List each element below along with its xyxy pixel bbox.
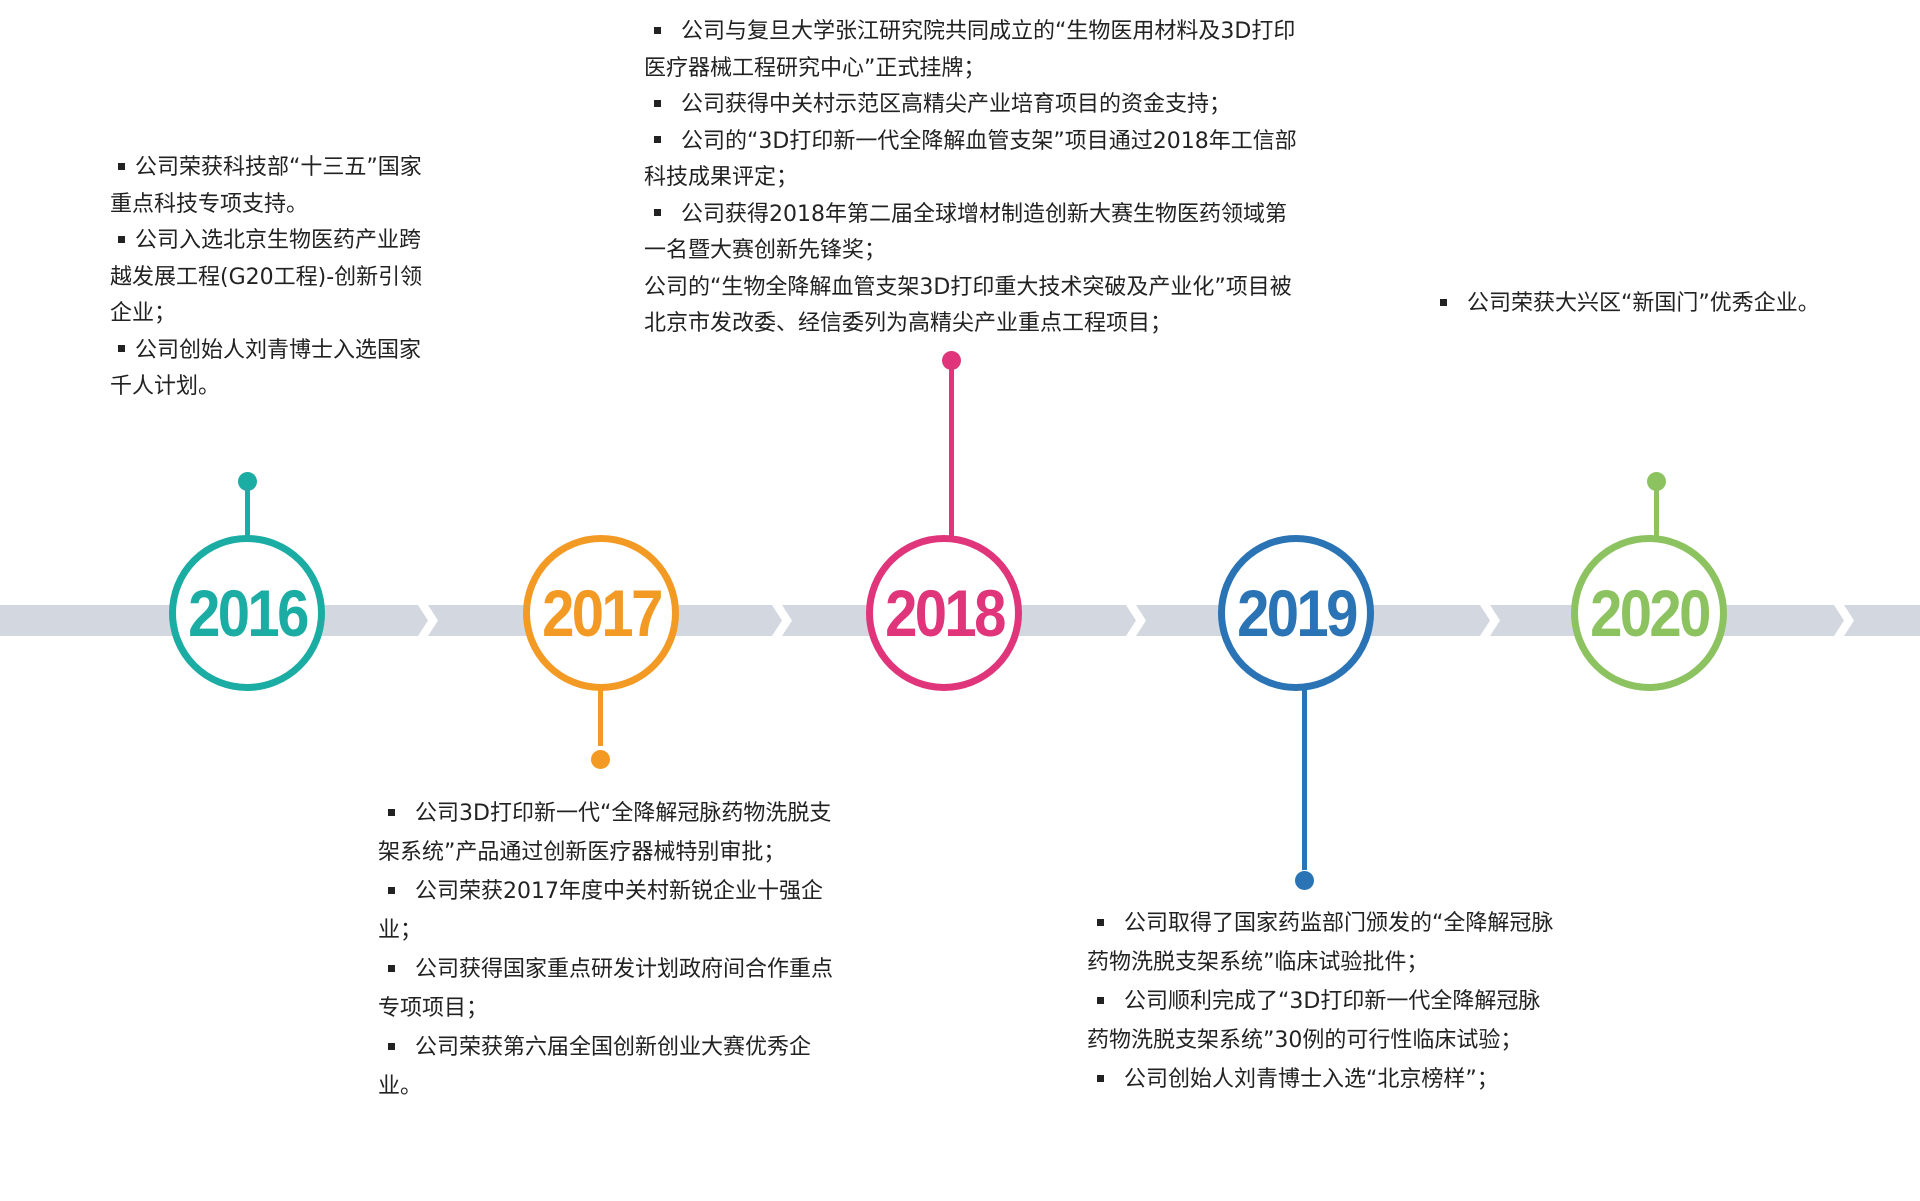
note-item: 公司顺利完成了“3D打印新一代全降解冠脉药物洗脱支架系统”30例的可行性临床试验… [1087,989,1541,1053]
year-circle-2016: 2016 [169,535,325,691]
bullet-icon [1097,1074,1104,1082]
milestone-2016-notes: 公司荣获科技部“十三五”国家重点科技专项支持。 公司入选北京生物医药产业跨越发展… [110,150,428,406]
connector-dot [1647,472,1666,491]
year-label: 2018 [884,576,1006,650]
year-label: 2017 [541,576,663,650]
connector-stem [1654,482,1659,538]
note-item: 公司与复旦大学张江研究院共同成立的“生物医用材料及3D打印医疗器械工程研究中心”… [644,19,1296,81]
note-item: 公司创始人刘青博士入选“北京榜样”； [1087,1060,1559,1099]
bullet-icon [388,808,395,816]
note-item: 公司获得2018年第二届全球增材制造创新大赛生物医药领域第一名暨大赛创新先锋奖； [644,201,1287,264]
bullet-icon [388,886,395,894]
note-item: 公司创始人刘青博士入选国家千人计划。 [110,337,422,400]
bullet-icon [118,235,125,243]
note-item: 公司荣获大兴区“新国门”优秀企业。 [1430,286,1910,323]
note-item: 公司获得中关村示范区高精尖产业培育项目的资金支持； [644,87,1300,124]
bullet-icon [654,209,661,216]
milestone-2017-notes: 公司3D打印新一代“全降解冠脉药物洗脱支架系统”产品通过创新医疗器械特别审批； … [378,794,848,1106]
connector-dot [591,750,610,769]
year-label: 2020 [1589,576,1711,650]
bullet-icon [388,964,395,972]
bullet-icon [654,136,661,143]
bullet-icon [654,26,661,34]
note-item: 公司取得了国家药监部门颁发的“全降解冠脉药物洗脱支架系统”临床试验批件； [1087,911,1554,975]
note-item: 公司的“生物全降解血管支架3D打印重大技术突破及产业化”项目被北京市发改委、经信… [644,274,1292,337]
connector-stem [949,362,954,538]
track-chevron-segment [1844,605,1920,636]
milestone-2020-notes: 公司荣获大兴区“新国门”优秀企业。 [1430,286,1910,323]
bullet-icon [1097,996,1104,1004]
milestone-2019-notes: 公司取得了国家药监部门颁发的“全降解冠脉药物洗脱支架系统”临床试验批件； 公司顺… [1087,904,1559,1099]
year-label: 2019 [1236,576,1358,650]
connector-dot [238,472,257,491]
connector-dot [942,351,961,370]
connector-stem [245,482,250,538]
connector-dot [1295,871,1314,890]
note-item: 公司入选北京生物医药产业跨越发展工程(G20工程)-创新引领企业； [110,228,423,326]
bullet-icon [654,99,661,107]
note-item: 公司荣获第六届全国创新创业大赛优秀企业。 [378,1035,812,1099]
note-item: 公司3D打印新一代“全降解冠脉药物洗脱支架系统”产品通过创新医疗器械特别审批； [378,801,832,865]
year-label: 2016 [187,576,309,650]
note-item: 公司荣获科技部“十三五”国家重点科技专项支持。 [110,155,422,217]
bullet-icon [118,162,125,170]
note-item: 公司的“3D打印新一代全降解血管支架”项目通过2018年工信部科技成果评定； [644,128,1297,191]
year-circle-2017: 2017 [523,535,679,691]
year-circle-2020: 2020 [1571,535,1727,691]
note-item: 公司荣获2017年度中关村新锐企业十强企业； [378,879,823,943]
bullet-icon [1440,298,1447,306]
note-item: 公司获得国家重点研发计划政府间合作重点专项项目； [378,957,834,1021]
bullet-icon [1097,918,1104,926]
bullet-icon [388,1042,395,1050]
year-circle-2019: 2019 [1218,535,1374,691]
milestone-2018-notes: 公司与复旦大学张江研究院共同成立的“生物医用材料及3D打印医疗器械工程研究中心”… [644,14,1300,343]
year-circle-2018: 2018 [866,535,1022,691]
connector-stem [1302,690,1307,870]
bullet-icon [118,345,125,352]
connector-stem [598,690,603,746]
